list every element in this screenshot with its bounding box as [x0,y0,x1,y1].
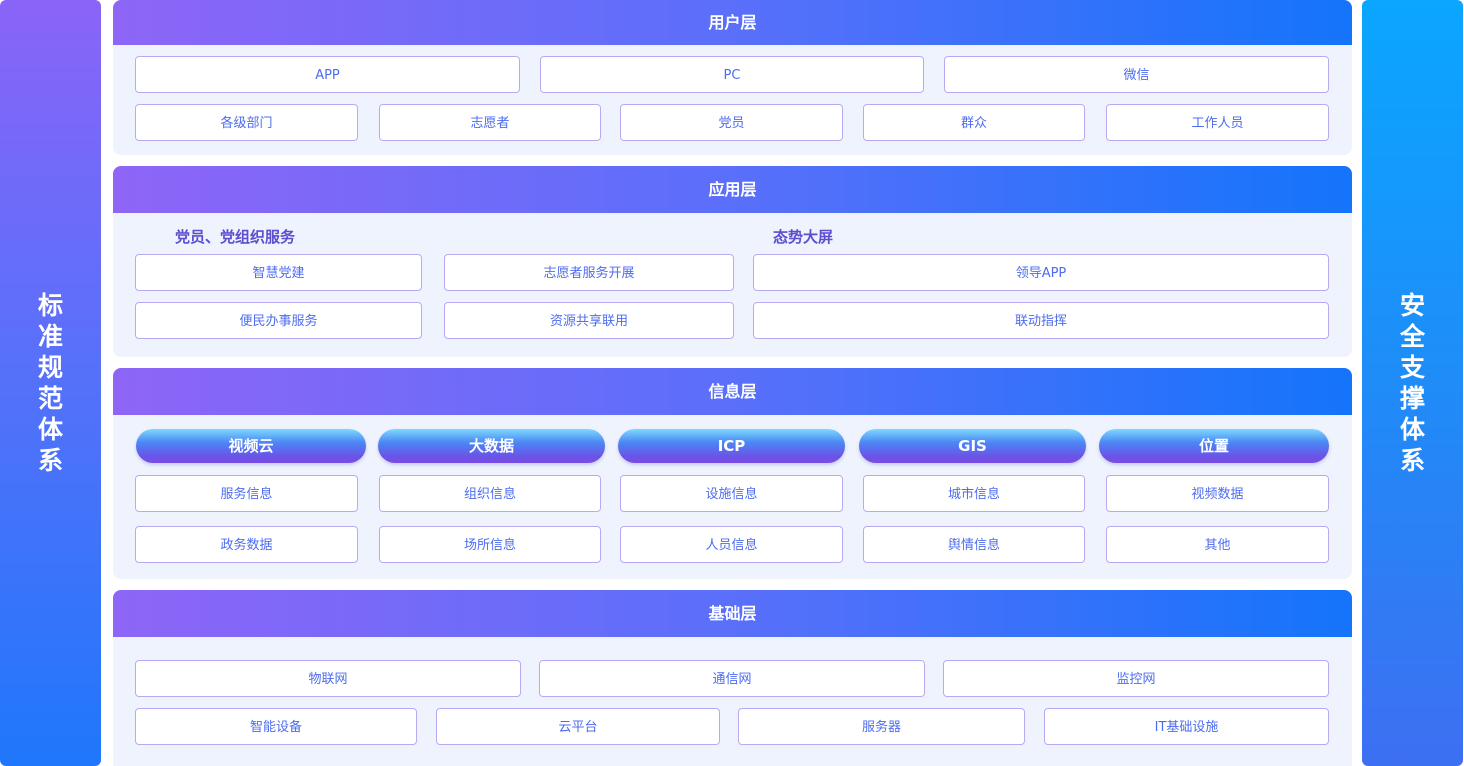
organization-info-button[interactable]: 组织信息 [379,475,601,512]
icp-pill[interactable]: ICP [618,429,845,463]
standards-system-bar: 标准规范体系 [0,0,101,766]
gis-pill[interactable]: GIS [859,429,1086,463]
iot-button[interactable]: 物联网 [135,660,521,697]
user-layer: 用户层 APP PC 微信 各级部门 志愿者 党员 群众 工作人员 [113,0,1352,155]
other-button[interactable]: 其他 [1106,526,1329,563]
user-public-button[interactable]: 群众 [863,104,1085,141]
location-pill[interactable]: 位置 [1099,429,1329,463]
user-app-button[interactable]: APP [135,56,520,93]
user-party-members-button[interactable]: 党员 [620,104,843,141]
user-wechat-button[interactable]: 微信 [944,56,1329,93]
app-layer: 应用层 党员、党组织服务 态势大屏 智慧党建 便民办事服务 志愿者服务开展 资源… [113,166,1352,357]
monitoring-network-button[interactable]: 监控网 [943,660,1329,697]
personnel-info-button[interactable]: 人员信息 [620,526,843,563]
resource-sharing-button[interactable]: 资源共享联用 [444,302,734,339]
base-layer: 基础层 物联网 通信网 监控网 智能设备 云平台 服务器 IT基础设施 [113,590,1352,766]
video-cloud-pill[interactable]: 视频云 [136,429,366,463]
user-departments-button[interactable]: 各级部门 [135,104,358,141]
servers-button[interactable]: 服务器 [738,708,1025,745]
security-system-bar: 安全支撑体系 [1362,0,1463,766]
user-staff-button[interactable]: 工作人员 [1106,104,1329,141]
app-layer-title: 应用层 [113,166,1352,213]
smart-party-building-button[interactable]: 智慧党建 [135,254,422,291]
service-info-button[interactable]: 服务信息 [135,475,358,512]
cloud-platform-button[interactable]: 云平台 [436,708,720,745]
city-info-button[interactable]: 城市信息 [863,475,1085,512]
security-system-label: 安全支撑体系 [1399,291,1425,475]
user-pc-button[interactable]: PC [540,56,924,93]
standards-system-label: 标准规范体系 [37,291,63,475]
situation-screen-heading: 态势大屏 [773,228,834,246]
smart-devices-button[interactable]: 智能设备 [135,708,417,745]
leader-app-button[interactable]: 领导APP [753,254,1329,291]
video-data-button[interactable]: 视频数据 [1106,475,1329,512]
facility-info-button[interactable]: 设施信息 [620,475,843,512]
info-layer-title: 信息层 [113,368,1352,415]
joint-command-button[interactable]: 联动指挥 [753,302,1329,339]
government-data-button[interactable]: 政务数据 [135,526,358,563]
base-layer-title: 基础层 [113,590,1352,637]
convenience-services-button[interactable]: 便民办事服务 [135,302,422,339]
volunteer-services-button[interactable]: 志愿者服务开展 [444,254,734,291]
public-opinion-button[interactable]: 舆情信息 [863,526,1085,563]
party-services-heading: 党员、党组织服务 [175,228,296,246]
info-layer: 信息层 视频云 大数据 ICP GIS 位置 服务信息 组织信息 设施信息 城市… [113,368,1352,579]
big-data-pill[interactable]: 大数据 [378,429,605,463]
communication-network-button[interactable]: 通信网 [539,660,925,697]
user-layer-title: 用户层 [113,0,1352,45]
it-infrastructure-button[interactable]: IT基础设施 [1044,708,1329,745]
user-volunteers-button[interactable]: 志愿者 [379,104,601,141]
venue-info-button[interactable]: 场所信息 [379,526,601,563]
